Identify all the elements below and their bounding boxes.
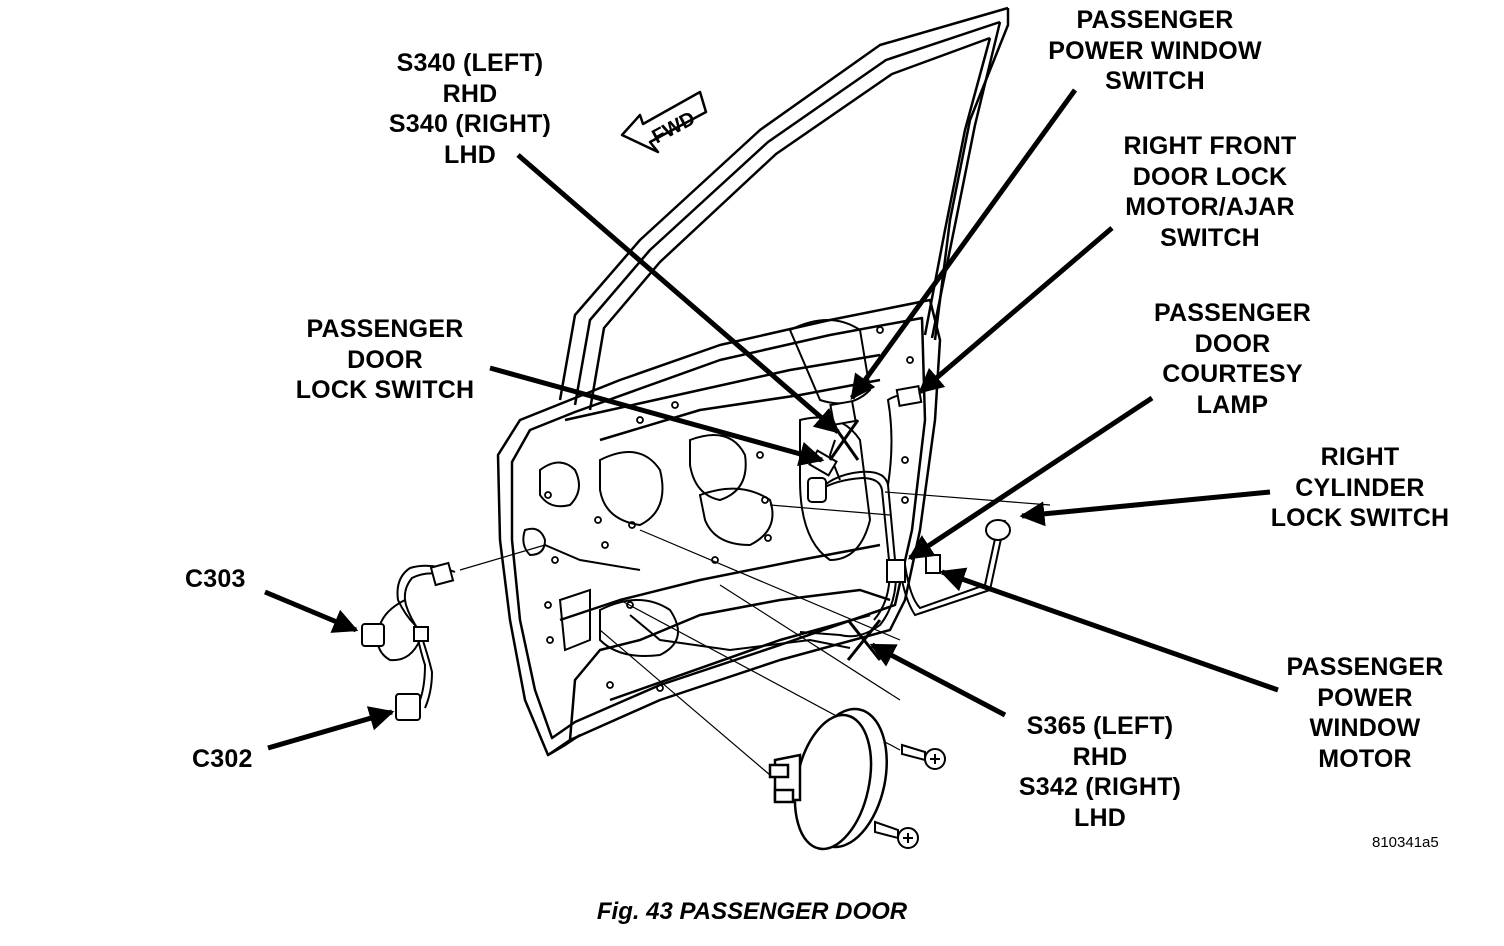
window-frame [558,6,1010,411]
inner-panel-openings [522,319,872,657]
arrow-cylinder-lock-switch [1019,489,1271,527]
figure-id: 810341a5 [1372,834,1439,851]
arrow-c302 [267,706,395,751]
arrow-c303 [264,589,359,633]
arrow-power-window-switch [849,88,1078,401]
label-c303: C303 [185,565,246,593]
arrow-door-lock-motor [918,226,1114,394]
label-c302: C302 [192,745,253,773]
label-cylinder-lock-switch: RIGHT CYLINDER LOCK SWITCH [1270,443,1450,532]
label-courtesy-lamp: PASSENGER DOOR COURTESY LAMP [1154,299,1311,419]
wiring-harness [544,391,1006,652]
speaker [768,707,888,851]
arrow-courtesy-lamp [907,395,1154,561]
label-s340: S340 (LEFT) RHD S340 (RIGHT) LHD [388,49,552,169]
arrow-s340 [516,153,840,434]
label-door-lock-motor: RIGHT FRONT DOOR LOCK MOTOR/AJAR SWITCH [1123,132,1297,252]
label-power-window-motor: PASSENGER POWER WINDOW MOTOR [1286,653,1444,773]
fwd-arrow: FWD [620,90,708,154]
arrow-power-window-motor [939,567,1279,693]
arrow-s365 [869,642,1007,718]
callout-arrows [264,88,1279,751]
label-power-window-switch: PASSENGER POWER WINDOW SWITCH [1048,6,1262,95]
assembly-lines [459,491,1051,776]
label-door-lock-switch: PASSENGER DOOR LOCK SWITCH [295,315,475,404]
door-shell [496,298,942,757]
screws [874,743,946,849]
arrow-door-lock-switch [489,365,825,467]
label-s365: S365 (LEFT) RHD S342 (RIGHT) LHD [1018,712,1182,832]
figure-caption: Fig. 43 PASSENGER DOOR [596,898,908,925]
pigtail-connectors [361,561,455,721]
